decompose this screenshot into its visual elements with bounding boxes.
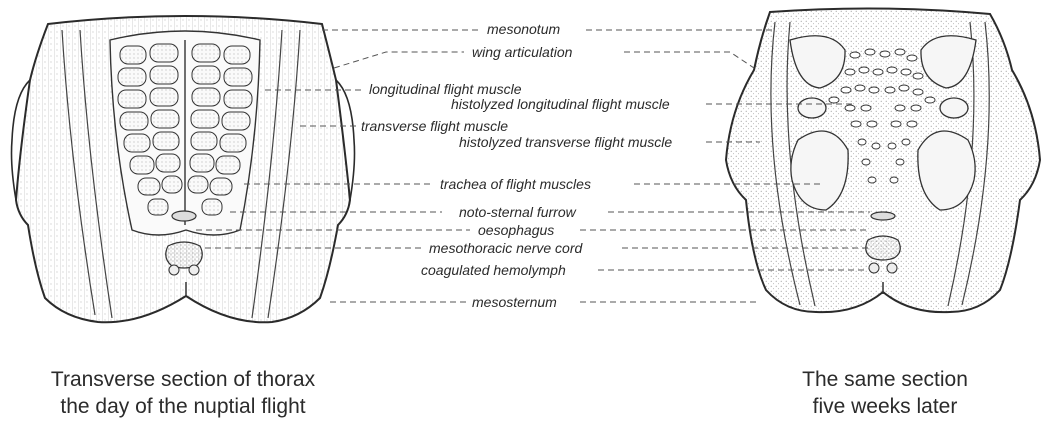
label-coagulated-hemolymph: coagulated hemolymph <box>421 262 566 278</box>
label-wing-articulation: wing articulation <box>472 44 572 60</box>
right-thorax-section <box>726 8 1040 312</box>
left-caption-line2: the day of the nuptial flight <box>0 393 366 420</box>
right-caption-line2: five weeks later <box>720 393 1050 420</box>
label-longitudinal-flight-muscle: longitudinal flight muscle <box>369 81 522 97</box>
right-caption: The same section five weeks later <box>720 366 1050 420</box>
label-oesophagus: oesophagus <box>478 222 554 238</box>
left-thorax-section <box>12 16 355 322</box>
label-noto-sternal-furrow: noto-sternal furrow <box>459 204 576 220</box>
label-trachea: trachea of flight muscles <box>440 176 591 192</box>
leader-wing-right <box>624 52 754 68</box>
leader-wing-left <box>334 52 464 68</box>
left-caption-line1: Transverse section of thorax <box>0 366 366 393</box>
left-caption: Transverse section of thorax the day of … <box>0 366 366 420</box>
label-histolyzed-longitudinal-flight-muscle: histolyzed longitudinal flight muscle <box>451 96 670 112</box>
right-caption-line1: The same section <box>720 366 1050 393</box>
label-mesonotum: mesonotum <box>487 21 560 37</box>
label-histolyzed-transverse-flight-muscle: histolyzed transverse flight muscle <box>459 134 672 150</box>
label-transverse-flight-muscle: transverse flight muscle <box>361 118 508 134</box>
label-mesosternum: mesosternum <box>472 294 557 310</box>
label-nerve-cord: mesothoracic nerve cord <box>429 240 582 256</box>
